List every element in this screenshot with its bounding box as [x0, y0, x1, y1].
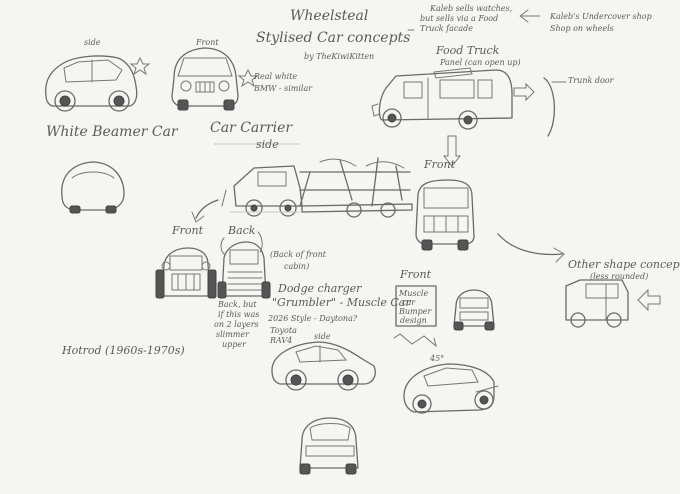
- box-text-1: Muscle: [399, 289, 429, 298]
- muscle-car-side-sketch: [271, 341, 376, 391]
- note-back-but-1: Back, but: [218, 300, 257, 309]
- note-back-but-5: upper: [222, 340, 246, 349]
- label-side-carrier: side: [256, 138, 279, 151]
- white-beamer-side-sketch: [45, 55, 151, 112]
- label-other-shape-1: Other shape concept: [568, 258, 680, 271]
- note-truck-facade: Truck facade: [420, 24, 474, 33]
- label-car-carrier: Car Carrier: [210, 120, 293, 136]
- label-side-muscle: side: [314, 332, 331, 341]
- note-real-white: Real white: [254, 72, 298, 81]
- label-white-beamer: White Beamer Car: [46, 124, 178, 140]
- label-front-muscle: Front: [400, 268, 432, 281]
- sketch-title: Wheelsteal: [290, 8, 369, 24]
- note-undercover-shop: Kaleb's Undercover shop: [550, 12, 652, 21]
- label-dodge-1: Dodge charger: [278, 282, 362, 295]
- muscle-car-45-sketch: [403, 363, 499, 414]
- note-bmw: BMW - similar: [254, 84, 313, 93]
- label-back-hotrod: Back: [228, 224, 256, 237]
- white-beamer-front-sketch: [171, 47, 259, 111]
- box-text-4: design: [400, 316, 427, 325]
- label-front-1: Front: [196, 38, 219, 47]
- box-text-3: Bumper: [399, 307, 432, 316]
- label-front-truck: Front: [424, 158, 456, 171]
- label-front-hotrod: Front: [172, 224, 204, 237]
- other-shape-concept-sketch: [565, 279, 661, 328]
- truck-front-sketch: [415, 179, 475, 251]
- note-kaleb-sells: Kaleb sells watches,: [430, 4, 513, 13]
- note-back-but-4: slimmer: [216, 330, 249, 339]
- label-food-truck: Food Truck: [436, 44, 500, 57]
- bumper-design-box: [393, 285, 437, 348]
- note-style-2: Toyota: [270, 326, 297, 335]
- label-other-shape-2: (less rounded): [590, 272, 649, 281]
- label-panel-open: Panel (can open up): [440, 58, 521, 67]
- car-carrier-sketch: [221, 157, 413, 218]
- muscle-car-rear-sketch: [299, 417, 359, 475]
- box-text-2: car: [402, 298, 416, 307]
- note-style-3: RAV4: [270, 336, 293, 345]
- note-back-cabin-2: cabin): [284, 262, 310, 271]
- note-back-but-3: on 2 layers: [214, 320, 259, 329]
- white-beamer-rear-sketch: [61, 161, 125, 214]
- sketch-subtitle: Stylised Car concepts: [256, 30, 411, 46]
- note-style-1: 2026 Style - Daytona?: [268, 314, 358, 323]
- label-hotrod: Hotrod (1960s-1970s): [62, 344, 185, 357]
- note-back-but-2: if this was: [218, 310, 260, 319]
- label-trunk-door: Trunk door: [568, 76, 614, 85]
- food-truck-sketch: [371, 67, 513, 130]
- note-shop-on-wheels: Shop on wheels: [550, 24, 614, 33]
- label-side-1: side: [84, 38, 101, 47]
- hotrod-back-sketch: [217, 231, 271, 299]
- hotrod-front-sketch: [155, 247, 217, 299]
- note-back-cabin-1: (Back of front: [270, 250, 326, 259]
- label-dodge-2: "Grumbler" - Muscle Car: [272, 296, 411, 309]
- note-but-sells: but sells via a Food: [420, 14, 499, 23]
- sketch-byline: by TheKiwiKitten: [304, 52, 375, 61]
- label-45-degrees: 45°: [430, 354, 445, 363]
- muscle-car-front-sketch: [453, 289, 495, 331]
